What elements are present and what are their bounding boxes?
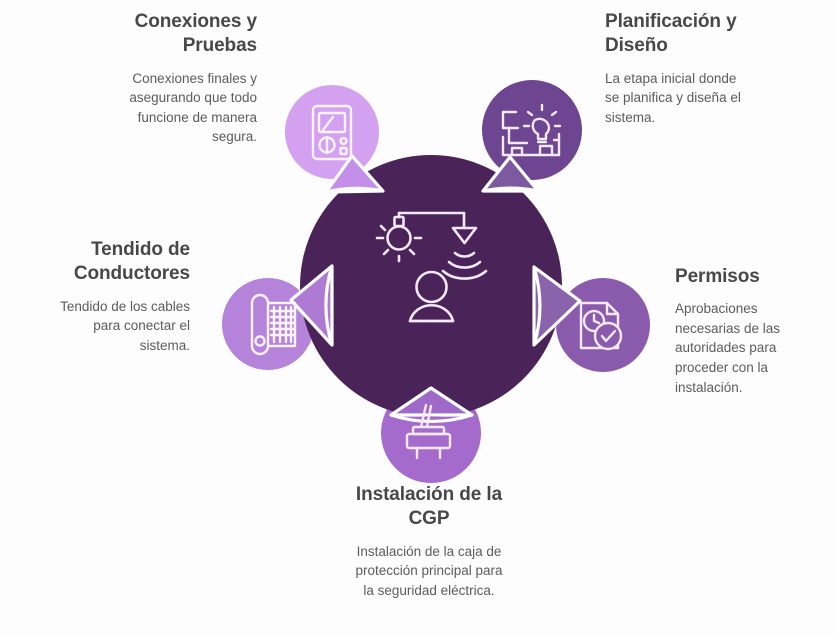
node-label-planificacion: Planificación y Diseño La etapa inicial … xyxy=(605,10,815,127)
node-description-permisos: Aprobaciones necesarias de las autoridad… xyxy=(675,301,781,395)
wedge-cgp[interactable] xyxy=(389,386,474,423)
node-description-tendido: Tendido de los cables para conectar el s… xyxy=(60,298,190,353)
cable-reel-icon xyxy=(250,293,297,356)
node-label-conexiones: Conexiones y Pruebas Conexiones finales … xyxy=(60,10,257,147)
node-title-permisos: Permisos xyxy=(675,266,760,287)
document-clock-check-icon xyxy=(579,301,623,351)
satellite-circle-planificacion[interactable] xyxy=(482,80,582,180)
node-description-cgp: Instalación de la caja de protección pri… xyxy=(355,543,503,598)
node-description-conexiones: Conexiones finales y asegurando que todo… xyxy=(129,70,257,145)
node-label-cgp: Instalación de la CGP Instalación de la … xyxy=(318,483,540,600)
node-title-planificacion: Planificación y Diseño xyxy=(605,11,737,57)
wedge-conexiones[interactable] xyxy=(324,154,385,194)
wedge-permisos[interactable] xyxy=(532,265,582,347)
power-plug-box-icon xyxy=(405,403,452,460)
node-title-conexiones: Conexiones y Pruebas xyxy=(134,11,257,57)
node-title-tendido: Tendido de Conductores xyxy=(73,239,190,285)
node-label-tendido: Tendido de Conductores Tendido de los ca… xyxy=(8,238,190,355)
wedge-tendido[interactable] xyxy=(289,264,334,347)
center-hub-circle[interactable] xyxy=(300,155,562,417)
node-label-permisos: Permisos Aprobaciones necesarias de las … xyxy=(675,265,835,397)
wedge-planificacion[interactable] xyxy=(481,155,540,193)
node-description-planificacion: La etapa inicial donde se planifica y di… xyxy=(605,70,741,125)
lighting-sensor-person-icon xyxy=(375,211,488,323)
node-title-cgp: Instalación de la CGP xyxy=(355,484,503,530)
multimeter-tester-icon xyxy=(311,104,353,161)
blueprint-lightbulb-icon xyxy=(501,103,562,157)
